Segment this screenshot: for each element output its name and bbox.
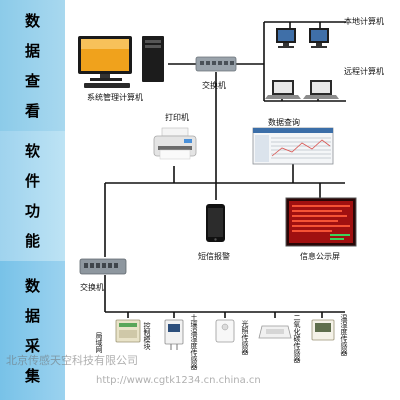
remote-pc-label: 远程计算机 (344, 67, 384, 76)
section-char: 看 (24, 101, 40, 120)
phone-icon (206, 204, 225, 242)
watermark-url: http://www.cgtk1234.cn.china.cn (96, 375, 261, 386)
light-sensor-icon (215, 319, 235, 343)
section-char: 数 (24, 276, 40, 295)
section-software-function: 软 件 功 能 (0, 131, 65, 261)
printer-label: 打印机 (165, 113, 189, 122)
section-char: 数 (24, 11, 40, 30)
remote-pc-icon (265, 80, 339, 99)
section-char: 查 (24, 71, 40, 90)
printer-icon (153, 127, 197, 160)
lan-label: 局域网 (95, 332, 103, 353)
section-char: 采 (24, 336, 40, 355)
light-sensor-label: 光照传感器 (241, 320, 249, 355)
co2-sensor-icon (258, 325, 292, 339)
system-pc-label: 系统管理计算机 (87, 93, 143, 102)
system-pc-icon (78, 36, 164, 88)
sms-alarm-label: 短信报警 (198, 252, 230, 261)
data-query-screen-icon (252, 127, 334, 165)
watermark-company: 北京传感天空科技有限公司 (6, 354, 138, 367)
section-char: 软 (24, 142, 40, 160)
soil-sensor-label: 土壤温湿度传感器 (190, 314, 198, 370)
section-char: 能 (24, 232, 40, 250)
temp-humidity-sensor-icon (311, 319, 335, 341)
section-char: 据 (24, 41, 40, 60)
co2-sensor-label: 二氧化碳传感器 (293, 314, 301, 363)
temp-humidity-sensor-label: 温湿度传感器 (340, 314, 348, 356)
section-char: 件 (24, 172, 40, 190)
info-screen-label: 信息公示屏 (300, 252, 340, 261)
section-char: 据 (24, 306, 40, 325)
section-data-collection: 数 据 采 集 (0, 261, 65, 400)
local-pc-label: 本地计算机 (344, 17, 384, 26)
data-query-label: 数据查询 (268, 118, 300, 127)
switch-bottom-label: 交换机 (80, 283, 104, 292)
sidebar: 数 据 查 看 软 件 功 能 数 据 采 集 (0, 0, 65, 400)
soil-sensor-icon (164, 319, 184, 350)
section-char: 集 (24, 366, 40, 385)
section-char: 功 (24, 202, 40, 220)
local-pc-icon (276, 28, 329, 48)
section-data-view: 数 据 查 看 (0, 0, 65, 131)
switch-bottom-icon (79, 258, 127, 275)
control-module-label: 控制模块 (143, 322, 151, 350)
switch-top-icon (195, 56, 237, 72)
info-screen-icon (285, 197, 357, 247)
control-module-icon (115, 319, 141, 343)
switch-top-label: 交换机 (202, 81, 226, 90)
